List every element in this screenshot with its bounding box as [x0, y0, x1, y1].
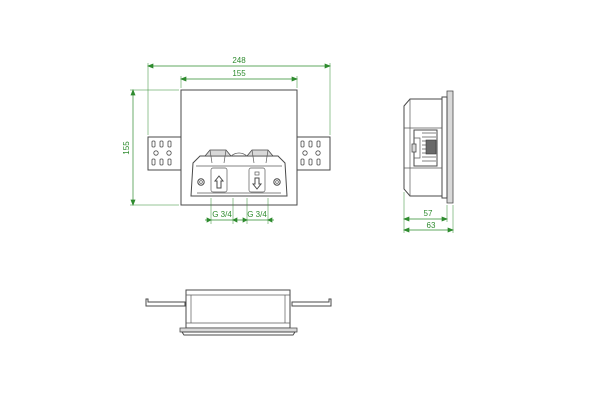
dim-thread-right: G 3/4 — [247, 210, 267, 219]
side-view: 57 63 — [403, 90, 454, 233]
dim-side-depth-inner: 57 — [424, 209, 433, 218]
top-body — [185, 289, 291, 329]
top-view — [145, 289, 332, 336]
front-view: 248 155 155 G 3/4 G 3/4 — [122, 56, 331, 224]
side-front-plate — [446, 90, 454, 204]
dim-side-depth-outer: 63 — [427, 221, 436, 230]
top-front-plate — [179, 327, 298, 333]
dim-thread-left: G 3/4 — [212, 210, 232, 219]
right-bracket-holes — [300, 140, 321, 166]
flow-up-arrow — [213, 175, 225, 189]
dim-box-height: 155 — [122, 141, 131, 155]
dim-box-width: 155 — [232, 69, 246, 78]
flow-down-arrow — [251, 177, 263, 190]
left-bracket-holes — [151, 140, 172, 166]
dim-overall-width: 248 — [232, 56, 246, 65]
top-right-flange — [291, 298, 332, 307]
top-left-flange — [145, 298, 186, 307]
valve-block — [190, 149, 288, 197]
